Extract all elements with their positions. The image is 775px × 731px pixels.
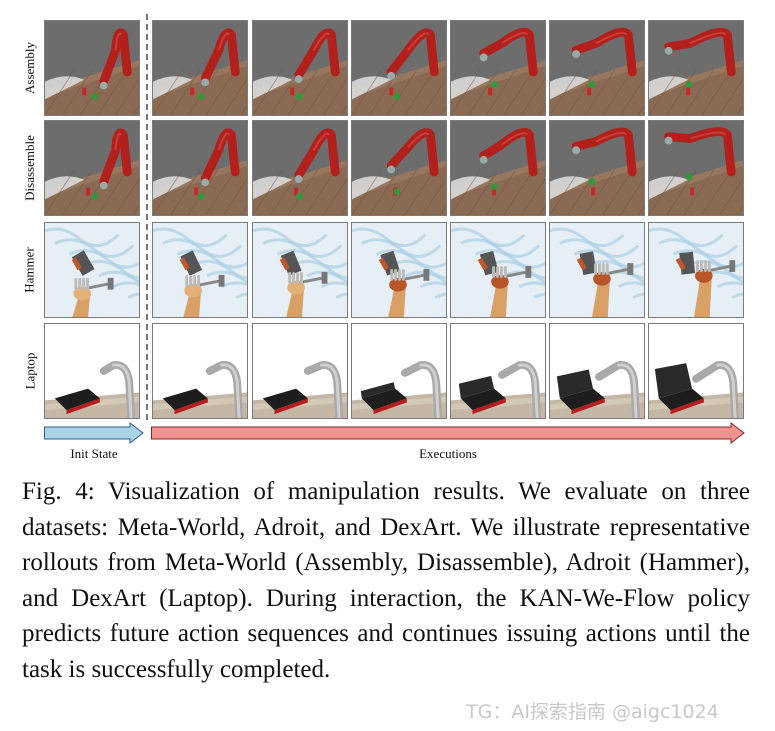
assembly-frame-4 [450,20,546,116]
hammer-frame-init [44,222,140,318]
row-label-laptop: Laptop [22,352,38,390]
assembly-frame-5 [549,20,645,116]
row-label-disassemble: Disassemble [22,135,37,201]
assembly-frame-3 [351,20,447,116]
laptop-frame-4 [450,323,546,419]
laptop-frame-6 [648,323,744,419]
init-state-arrow [44,422,144,444]
row-label-assembly: Assembly [22,42,37,94]
row-label-hammer: Hammer [22,247,38,293]
watermark: TG：AI探索指南 @aigc1024 [466,701,719,723]
laptop-frame-3 [351,323,447,419]
assembly-frame-6 [648,20,744,116]
disassemble-frame-5 [549,120,645,216]
disassemble-frame-init [44,120,140,216]
init-state-label: Init State [70,446,118,461]
hammer-frame-4 [450,222,546,318]
hammer-frame-3 [351,222,447,318]
laptop-frame-init [44,323,140,419]
assembly-frame-1 [152,20,248,116]
disassemble-frame-3 [351,120,447,216]
init-execution-divider [146,14,148,420]
figure-caption: Fig. 4: Visualization of manipulation re… [22,478,750,683]
assembly-frame-2 [252,20,348,116]
manipulation-figure: Assembly Disassemble Hammer Laptop Init … [22,14,745,461]
laptop-frame-2 [252,323,348,419]
hammer-frame-2 [252,222,348,318]
executions-label: Executions [419,446,477,461]
executions-arrow [151,422,745,444]
disassemble-frame-4 [450,120,546,216]
hammer-frame-5 [549,222,645,318]
laptop-frame-1 [152,323,248,419]
disassemble-frame-2 [252,120,348,216]
assembly-frame-init [44,20,140,116]
hammer-frame-6 [648,222,744,318]
disassemble-frame-6 [648,120,744,216]
disassemble-frame-1 [152,120,248,216]
hammer-frame-1 [152,222,248,318]
laptop-frame-5 [549,323,645,419]
